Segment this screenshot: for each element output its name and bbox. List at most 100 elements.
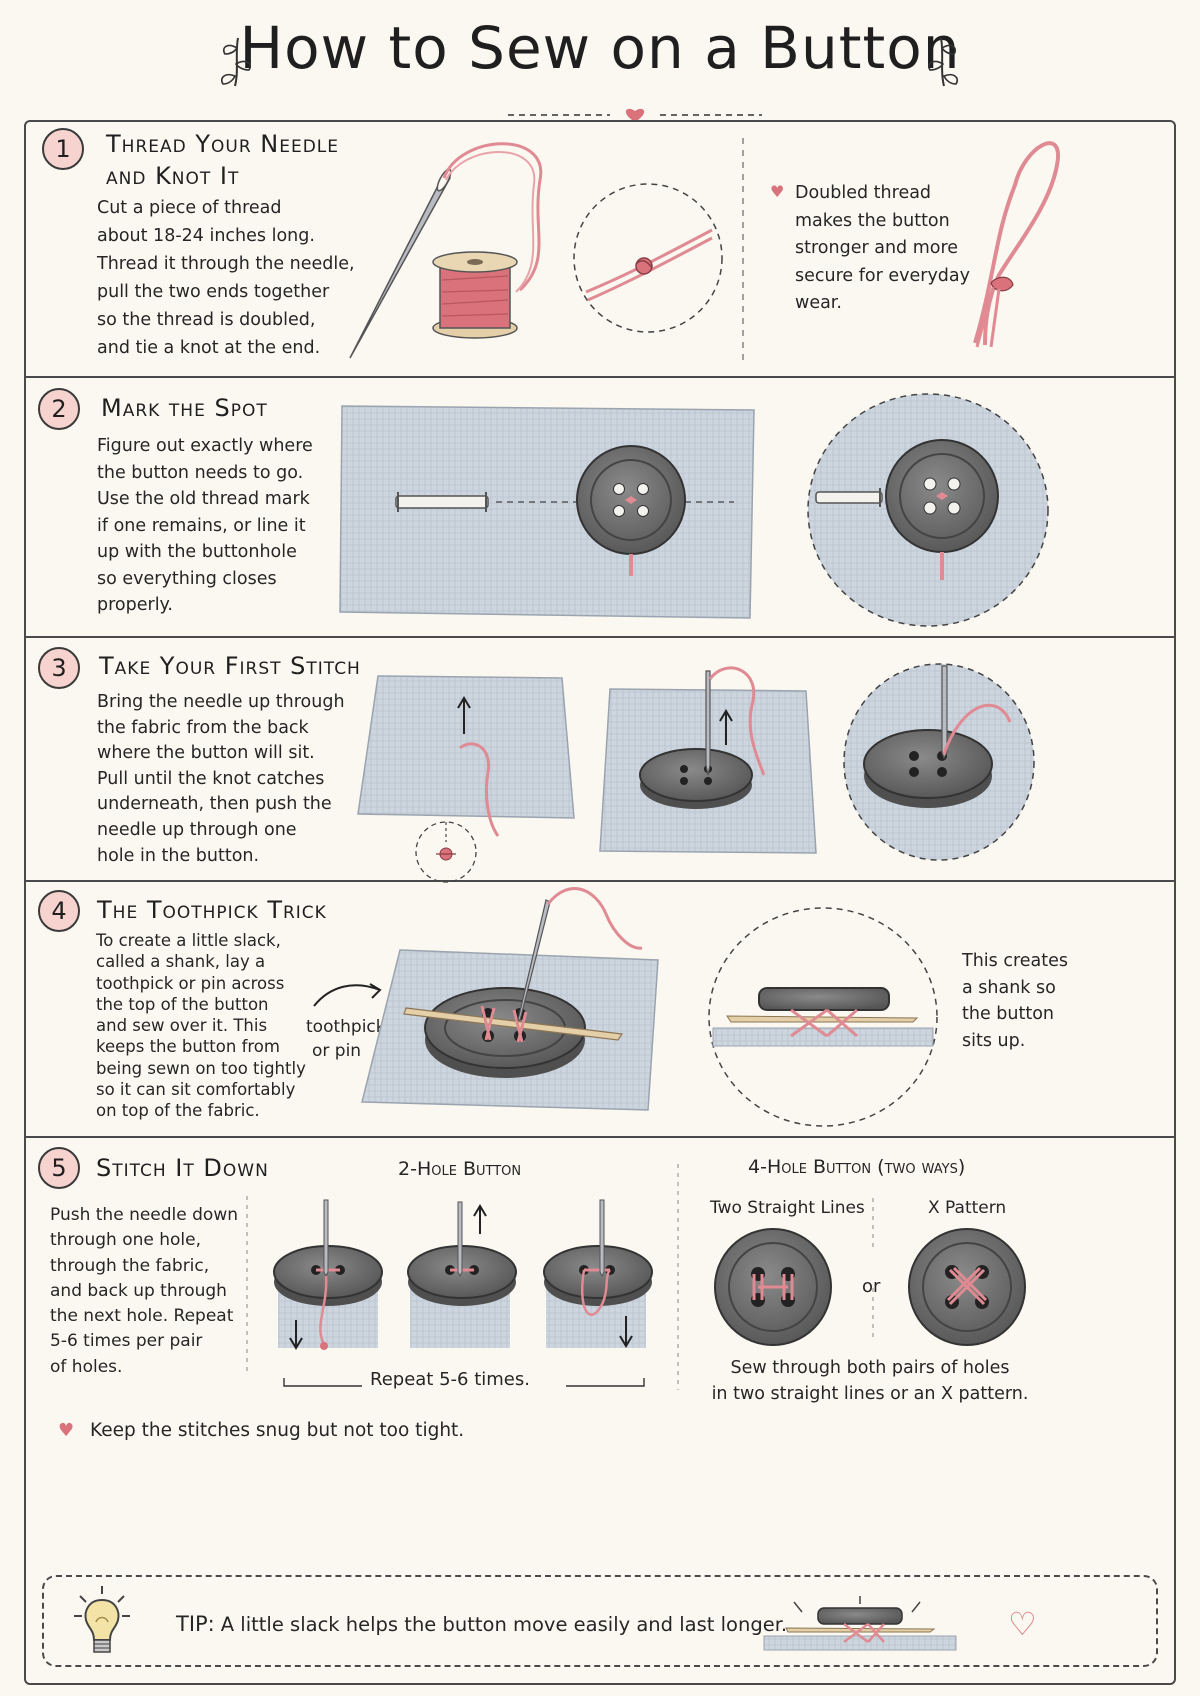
two-hole-stage-2 [407,1201,517,1348]
text-line: the top of the button [96,994,269,1014]
doubled-thread-note: Doubled thread makes the button stronger… [795,180,970,318]
step-5-title: Stitch It Down [96,1154,269,1182]
text-line: To create a little slack, [96,931,281,950]
step-3-title: Take Your First Stitch [99,652,361,680]
instructions-panel [24,120,1176,1685]
text-line: stronger and more [795,238,959,258]
four-hole-caption: Sew through both pairs of holes in two s… [700,1355,1040,1407]
step-2-number: 2 [38,388,80,430]
toothpick-callout: toothpick or pin [306,1015,386,1063]
text-line: so the thread is doubled, [97,310,316,330]
tip-text: TIP:A little slack helps the button move… [176,1612,787,1636]
tip-message: A little slack helps the button move eas… [220,1613,788,1636]
text-line: up with the buttonhole [97,542,297,562]
section-divider [24,376,1176,378]
text-line: pull the two ends together [97,282,330,302]
four-hole-straight-lines-button [714,1228,832,1346]
section-divider [24,880,1176,882]
needle-detail-circle [843,663,1035,861]
text-line: on top of the fabric. [96,1101,260,1121]
text-line: through the fabric, [50,1255,210,1276]
text-line: keeps the button from [96,1037,280,1057]
option-x-pattern-label: X Pattern [928,1198,1007,1218]
first-stitch-fabric-illustration [357,675,575,883]
text-line: Figure out exactly where [97,436,313,456]
column-divider [246,1196,248,1376]
lightbulb-icon [74,1586,130,1653]
text-line: toothpick [306,1017,386,1037]
callout-arrow-icon [313,983,382,1007]
button-icon [576,445,686,576]
step-2-title: Mark the Spot [101,394,268,422]
needle-icon [941,665,948,760]
four-hole-heading: 4-Hole Button (two ways) [748,1156,966,1178]
text-line: needle up through one [97,819,297,840]
repeat-bracket [283,1378,645,1387]
text-line: Pull until the knot catches [97,768,325,789]
text-line: if one remains, or line it [97,515,306,536]
text-line: and sew over it. This [96,1016,268,1036]
step-3-number: 3 [38,647,80,689]
text-line: where the button will sit. [97,743,315,764]
text-line: Cut a piece of thread [97,198,282,218]
text-line: Bring the needle up through [97,692,345,712]
text-line: Thread it through the needle, [97,254,355,274]
text-line: of holes. [50,1356,123,1377]
text-line: makes the button [795,210,950,231]
four-hole-x-pattern-button [908,1228,1026,1346]
buttonhole-icon [395,492,489,512]
needle-icon [705,670,711,776]
step-2-text: Figure out exactly where the button need… [97,433,313,619]
text-line: sits up. [962,1030,1026,1051]
shank-note: This creates a shank so the button sits … [962,948,1068,1054]
text-line: hole in the button. [97,845,260,866]
step-1-title: Thread Your Needle and Knot It [106,128,339,192]
option-divider [872,1198,874,1338]
column-divider [677,1164,679,1390]
step-1-title-line-1: Thread Your Needle [106,130,340,158]
step-1-number: 1 [42,128,84,170]
repeat-label: Repeat 5-6 times. [370,1369,530,1390]
text-line: being sewn on too tightly [96,1058,306,1078]
text-line: the next hole. Repeat [50,1306,234,1327]
tip-label: TIP: [176,1612,215,1636]
two-hole-sequence-illustration [273,1199,653,1350]
text-line: about 18-24 inches long. [97,226,315,246]
heart-icon: ♥ [58,1420,75,1441]
text-line: 5-6 times per pair [50,1331,203,1352]
two-hole-stage-1 [273,1199,383,1350]
section-divider [24,636,1176,638]
knot-icon [635,257,653,275]
text-line: properly. [97,595,173,615]
mark-detail-circle [807,393,1049,627]
two-hole-heading: 2-Hole Button [398,1158,522,1180]
text-line: Sew through both pairs of holes [730,1358,1010,1378]
text-line: in two straight lines or an X pattern. [711,1384,1029,1404]
step-5-text: Push the needle down through one hole, t… [50,1203,238,1380]
needle-through-button-illustration [599,666,817,854]
title-divider [508,108,762,122]
page-title: How to Sew on a Button [239,14,961,82]
option-or-label: or [862,1276,881,1297]
text-line: called a shank, lay a [96,952,266,972]
doubled-thread-illustration [973,141,1061,348]
text-line: through one hole, [50,1230,201,1251]
text-line: Use the old thread mark [97,489,310,509]
step-4-text: To create a little slack, called a shank… [96,930,306,1122]
text-line: toothpick or pin across [96,973,285,993]
text-line: underneath, then push the [97,794,332,815]
option-straight-lines-label: Two Straight Lines [710,1198,865,1218]
text-line: the button [962,1004,1055,1024]
text-line: the button needs to go. [97,462,304,483]
step-4-number: 4 [38,890,80,932]
text-line: so everything closes [97,568,277,589]
sprig-right-icon [928,37,959,87]
section-divider [24,1136,1176,1138]
fabric-swatch-illustration [339,405,755,619]
text-line: and back up through [50,1280,227,1301]
text-line: secure for everyday [795,265,970,286]
step-3-text: Bring the needle up through the fabric f… [97,690,345,869]
text-line: or pin [312,1041,362,1061]
text-line: and tie a knot at the end. [97,338,321,358]
shank-detail-circle [708,907,938,1127]
